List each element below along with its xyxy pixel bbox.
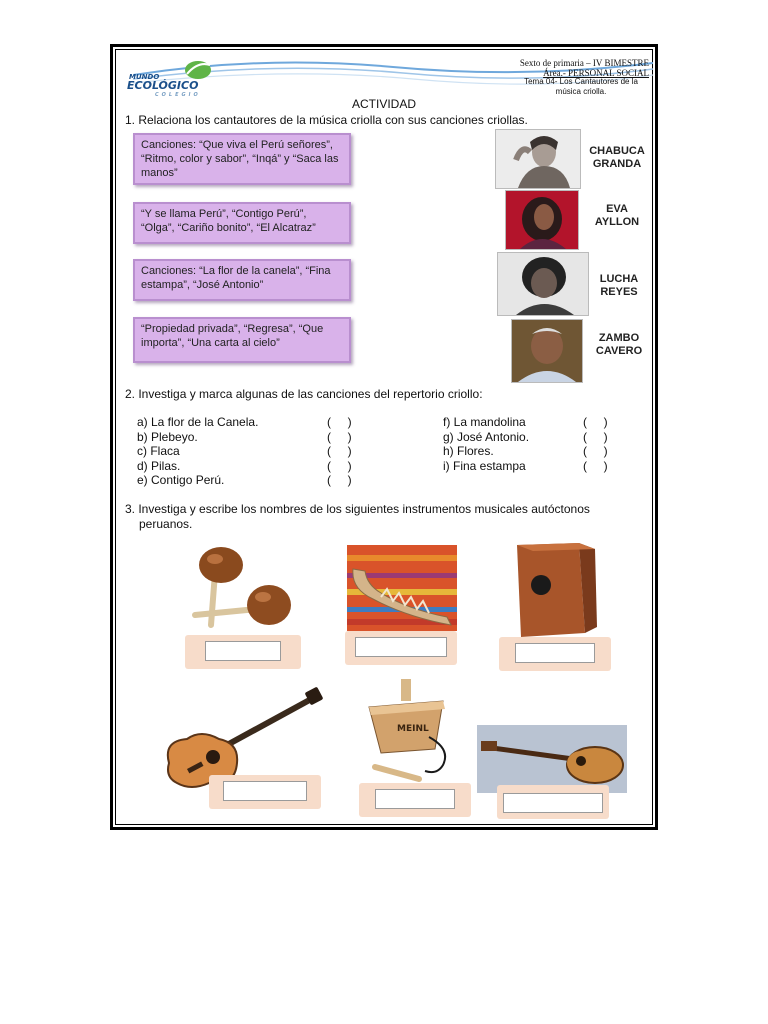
answer-input-6[interactable] [503, 793, 603, 813]
svg-text:MEINL: MEINL [397, 724, 429, 734]
activity-title: ACTIVIDAD [351, 97, 416, 111]
singer-name-3: LUCHA REYES [589, 273, 649, 299]
song-list-left: a) La flor de la Canela. b) Plebeyo. c) … [137, 415, 258, 488]
answer-card-6 [497, 785, 609, 819]
song-box-2: “Y se llama Perú”, “Contigo Perú”, “Olga… [133, 202, 351, 244]
singer-name-4: ZAMBO CAVERO [589, 332, 649, 358]
answer-input-5[interactable] [375, 789, 455, 809]
checkbox-f[interactable]: ( ) [583, 415, 608, 429]
answer-card-2 [345, 631, 457, 665]
logo-line2: ECOLÓGICO [127, 79, 199, 92]
eva-ayllon-photo [505, 190, 579, 250]
song-option-b: b) Plebeyo. [137, 429, 198, 444]
checkbox-c[interactable]: ( ) [327, 444, 352, 458]
cajon-image [499, 537, 617, 641]
cajita-image: MEINL [359, 679, 459, 783]
song-option-f: f) La mandolina [443, 415, 526, 429]
chabuca-granda-photo [495, 129, 581, 189]
singer-name-1: CHABUCA GRANDA [587, 145, 647, 171]
song-option-d: d) Pilas. [137, 458, 181, 473]
answer-card-5 [359, 783, 471, 817]
song-option-e: e) Contigo Perú. [137, 473, 225, 487]
singer-name-4-line2: CAVERO [595, 345, 643, 357]
answer-card-1 [185, 635, 301, 669]
checkbox-h[interactable]: ( ) [583, 444, 608, 458]
answer-input-2[interactable] [355, 637, 447, 657]
song-checkboxes-right: ( ) ( ) ( ) ( ) [583, 415, 608, 473]
lucha-reyes-photo [497, 252, 589, 316]
checkbox-g[interactable]: ( ) [583, 429, 608, 444]
worksheet: MUNDO ECOLÓGICO COLEGIO Sexto de primari… [110, 44, 658, 830]
grade-label: Sexto de primaria – IV BIMESTRE [519, 58, 649, 68]
song-option-i: i) Fina estampa [443, 458, 526, 473]
charango-image [477, 725, 627, 793]
song-box-4: “Propiedad privada”, “Regresa”, “Que imp… [133, 317, 351, 363]
logo-line1: MUNDO [129, 73, 160, 81]
checkbox-b[interactable]: ( ) [327, 429, 352, 444]
answer-card-3 [499, 637, 611, 671]
answer-card-4 [209, 775, 321, 809]
logo-line3: COLEGIO [155, 92, 201, 98]
question-1-prompt: 1. Relaciona los cantautores de la músic… [125, 113, 528, 127]
leaf-icon [185, 61, 211, 79]
answer-input-3[interactable] [515, 643, 595, 663]
singer-name-2-line1: EVA [606, 203, 628, 215]
topic-label: Tema 04- Los Cantautores de la música cr… [524, 77, 638, 96]
maracas-image [183, 543, 295, 633]
song-checkboxes-left: ( ) ( ) ( ) ( ) ( ) [327, 415, 352, 488]
singer-name-2-line2: AYLLON [594, 216, 640, 228]
singer-name-3-line1: LUCHA [599, 273, 639, 285]
song-option-g: g) José Antonio. [443, 429, 530, 444]
question-3-prompt-line2: peruanos. [139, 517, 193, 531]
answer-input-4[interactable] [223, 781, 307, 801]
checkbox-a[interactable]: ( ) [327, 415, 352, 429]
question-3-prompt-line1: 3. Investiga y escribe los nombres de lo… [125, 502, 590, 516]
question-2-prompt: 2. Investiga y marca algunas de las canc… [125, 387, 483, 401]
singer-name-1-line1: CHABUCA [589, 145, 645, 157]
singer-name-2: EVA AYLLON [587, 203, 647, 229]
song-box-3: Canciones: “La flor de la canela”, “Fina… [133, 259, 351, 301]
song-option-a: a) La flor de la Canela. [137, 415, 259, 429]
song-box-1: Canciones: “Que viva el Perú señores”, “… [133, 133, 351, 185]
singer-name-3-line2: REYES [600, 286, 638, 298]
school-logo: MUNDO ECOLÓGICO COLEGIO [127, 61, 227, 98]
area-label: Área.- PERSONAL SOCIAL [543, 68, 649, 78]
answer-input-1[interactable] [205, 641, 281, 661]
checkbox-d[interactable]: ( ) [327, 458, 352, 473]
quijada-image [347, 545, 457, 631]
singer-name-4-line1: ZAMBO [598, 332, 640, 344]
checkbox-i[interactable]: ( ) [583, 458, 608, 473]
checkbox-e[interactable]: ( ) [327, 473, 352, 487]
zambo-cavero-photo [511, 319, 583, 383]
header-wave-decoration [133, 61, 653, 85]
song-option-c: c) Flaca [137, 444, 180, 458]
singer-name-1-line2: GRANDA [592, 158, 642, 170]
song-option-h: h) Flores. [443, 444, 494, 458]
song-list-right: f) La mandolina g) José Antonio. h) Flor… [443, 415, 529, 473]
